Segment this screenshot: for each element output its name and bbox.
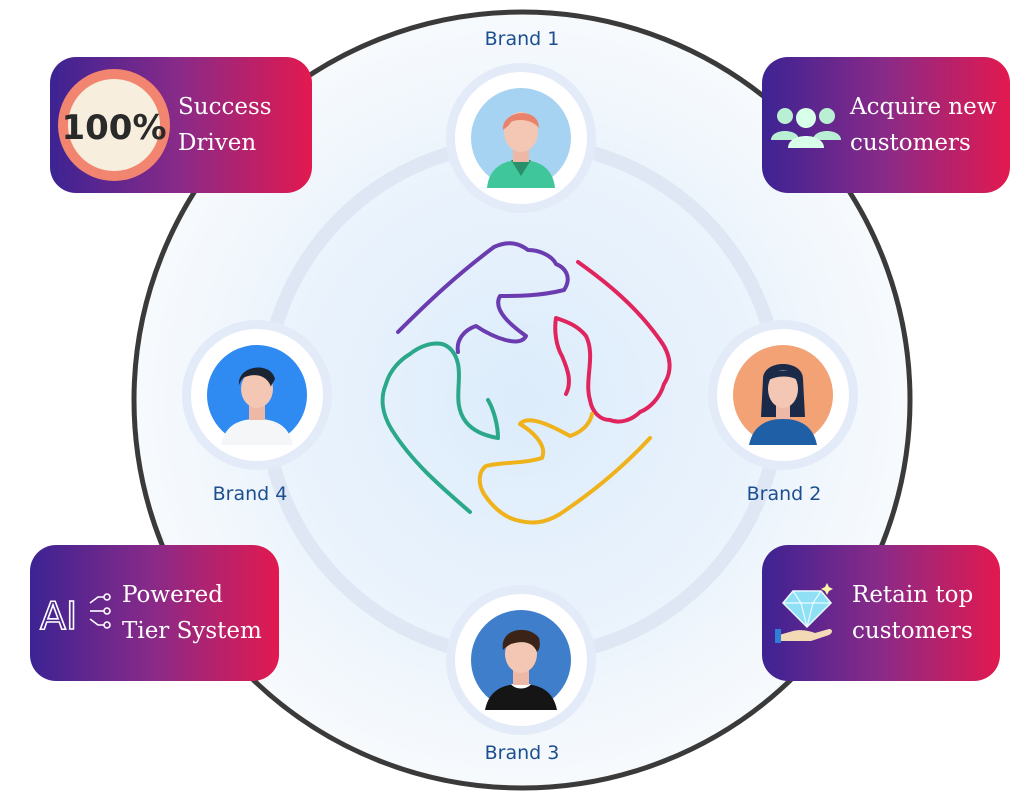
ai-line-1: Powered xyxy=(122,582,224,608)
ai-line-2: Tier System xyxy=(122,618,262,644)
avatar-man-green-shirt-icon xyxy=(471,88,571,188)
ai-badge-text: AI xyxy=(40,594,77,637)
brand-3-label: Brand 3 xyxy=(484,742,560,764)
avatar-woman-blue-icon xyxy=(733,345,833,445)
people-group-icon xyxy=(762,100,850,150)
success-line-1: Success xyxy=(178,94,272,120)
brand-1-label: Brand 1 xyxy=(484,28,560,50)
percent-badge-text: 100% xyxy=(61,108,166,148)
brand-4-avatar-ring xyxy=(182,320,332,470)
ai-tier-system-card: AI Powered Tier System xyxy=(30,545,279,681)
percent-badge-icon: 100% xyxy=(50,67,178,183)
avatar-man-white-shirt-icon xyxy=(207,345,307,445)
outer-circle xyxy=(131,9,913,791)
joined-hands-icon xyxy=(380,241,672,525)
success-line-2: Driven xyxy=(178,130,257,156)
acquire-line-1: Acquire new xyxy=(850,94,997,120)
brand-1-avatar-ring xyxy=(446,63,596,213)
success-driven-card: 100% Success Driven xyxy=(50,57,312,193)
ai-circuit-icon: AI xyxy=(30,589,122,637)
brand-2-label: Brand 2 xyxy=(746,483,822,505)
acquire-customers-card: Acquire new customers xyxy=(762,57,1010,193)
brand-4-label: Brand 4 xyxy=(212,483,288,505)
retain-customers-card: Retain top customers xyxy=(762,545,1000,681)
retain-line-2: customers xyxy=(852,618,973,644)
brand-3-avatar-ring xyxy=(446,585,596,735)
avatar-man-black-shirt-icon xyxy=(471,610,571,710)
brand-2-avatar-ring xyxy=(708,320,858,470)
diamond-hand-icon xyxy=(762,581,852,645)
retain-line-1: Retain top xyxy=(852,582,974,608)
acquire-line-2: customers xyxy=(850,130,971,156)
